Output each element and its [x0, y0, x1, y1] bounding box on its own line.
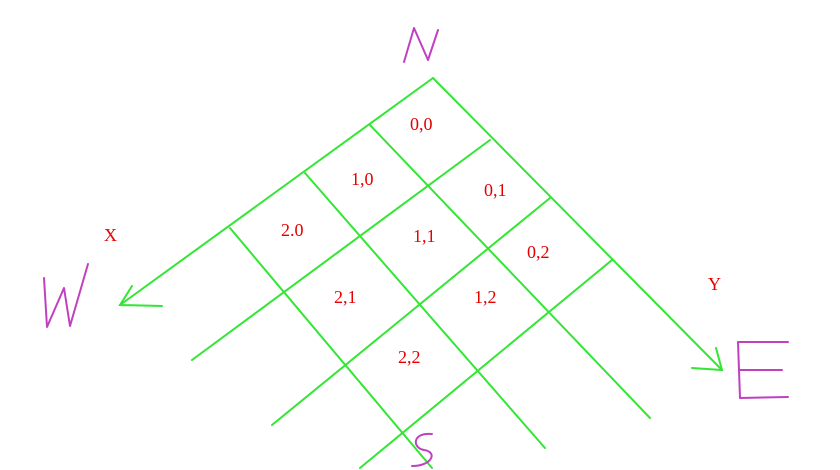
cell-label: 1,2 — [474, 287, 497, 307]
compass-south-letter — [411, 432, 433, 467]
cell-label: 0,0 — [410, 114, 433, 134]
cell-label: 0,2 — [527, 242, 550, 262]
compass-west-letter — [43, 263, 89, 328]
x-axis-line — [119, 77, 434, 306]
grid-line-y-3 — [229, 227, 433, 469]
y-axis-label: Y — [708, 274, 721, 294]
grid-line-y-1 — [369, 124, 651, 419]
cell-label: 2,2 — [398, 347, 421, 367]
grid-line-x-2 — [271, 197, 551, 426]
grid-line-y-2 — [304, 172, 546, 449]
cell-label: 2.0 — [281, 220, 304, 240]
x-axis-arrowhead — [118, 285, 163, 307]
y-axis-arrowhead — [691, 347, 724, 372]
cell-label: 2,1 — [334, 287, 357, 307]
cell-label: 0,1 — [484, 180, 507, 200]
compass-north-letter — [403, 27, 439, 63]
cell-label: 1,1 — [413, 226, 436, 246]
compass-east-letter — [737, 341, 789, 399]
cell-label: 1,0 — [351, 169, 374, 189]
x-axis-label: X — [104, 225, 117, 245]
y-axis-line — [432, 77, 723, 371]
grid-line-x-1 — [191, 139, 491, 361]
